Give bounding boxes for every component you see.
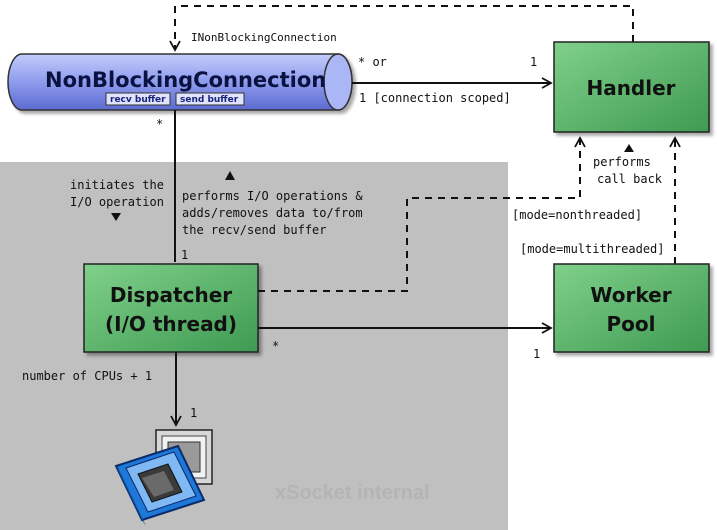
initiates-label-1: initiates the <box>70 178 164 192</box>
callback-loop-edge <box>169 5 634 52</box>
inonblocking-label: INonBlockingConnection <box>191 31 337 44</box>
performs-callback-label-1: performs <box>593 155 651 169</box>
handler-mult-top: 1 <box>530 55 537 69</box>
cpu-mult-label: 1 <box>190 406 197 420</box>
dispatcher-mult-top: 1 <box>181 248 188 262</box>
handler-node <box>553 41 710 133</box>
svg-text:recv buffer: recv buffer <box>110 95 166 105</box>
worker-pool-title-1: Worker <box>590 283 671 307</box>
mode-nonthreaded-label: [mode=nonthreaded] <box>512 208 642 222</box>
dispatcher-title-2: (I/O thread) <box>105 312 237 336</box>
worker-mult-label: 1 <box>533 347 540 361</box>
star-or-label: * or <box>358 55 387 69</box>
handler-title: Handler <box>586 76 675 100</box>
up-triangle-icon <box>225 171 235 180</box>
cpu-chip-icon <box>114 429 213 526</box>
connection-title: NonBlockingConnection <box>45 68 326 92</box>
region-label: xSocket internal <box>275 482 430 504</box>
num-cpus-label: number of CPUs + 1 <box>22 369 152 383</box>
mode-multithreaded-label: [mode=multithreaded] <box>520 242 665 256</box>
dispatcher-handler-dashed-edge <box>258 136 586 292</box>
initiates-label-2: I/O operation <box>70 195 164 209</box>
worker-pool-node <box>553 263 710 353</box>
dispatcher-star-label: * <box>272 339 279 353</box>
nonblocking-connection-node <box>7 53 353 111</box>
performs-io-label-2: adds/removes data to/from <box>182 206 363 220</box>
recv-buffer: recv buffer <box>105 92 171 106</box>
svg-text:send buffer: send buffer <box>180 95 239 105</box>
performs-callback-label-2: call back <box>597 172 663 186</box>
down-triangle-icon <box>111 213 121 221</box>
dispatcher-title-1: Dispatcher <box>110 283 232 307</box>
dispatcher-node <box>83 263 259 353</box>
connection-scoped-label: 1 [connection scoped] <box>359 91 511 105</box>
conn-star-label: * <box>156 117 163 131</box>
send-buffer: send buffer <box>175 92 245 106</box>
worker-pool-title-2: Pool <box>607 312 656 336</box>
callback-triangle-icon <box>624 144 634 152</box>
performs-io-label-3: the recv/send buffer <box>182 223 327 237</box>
performs-io-label-1: performs I/O operations & <box>182 189 363 203</box>
